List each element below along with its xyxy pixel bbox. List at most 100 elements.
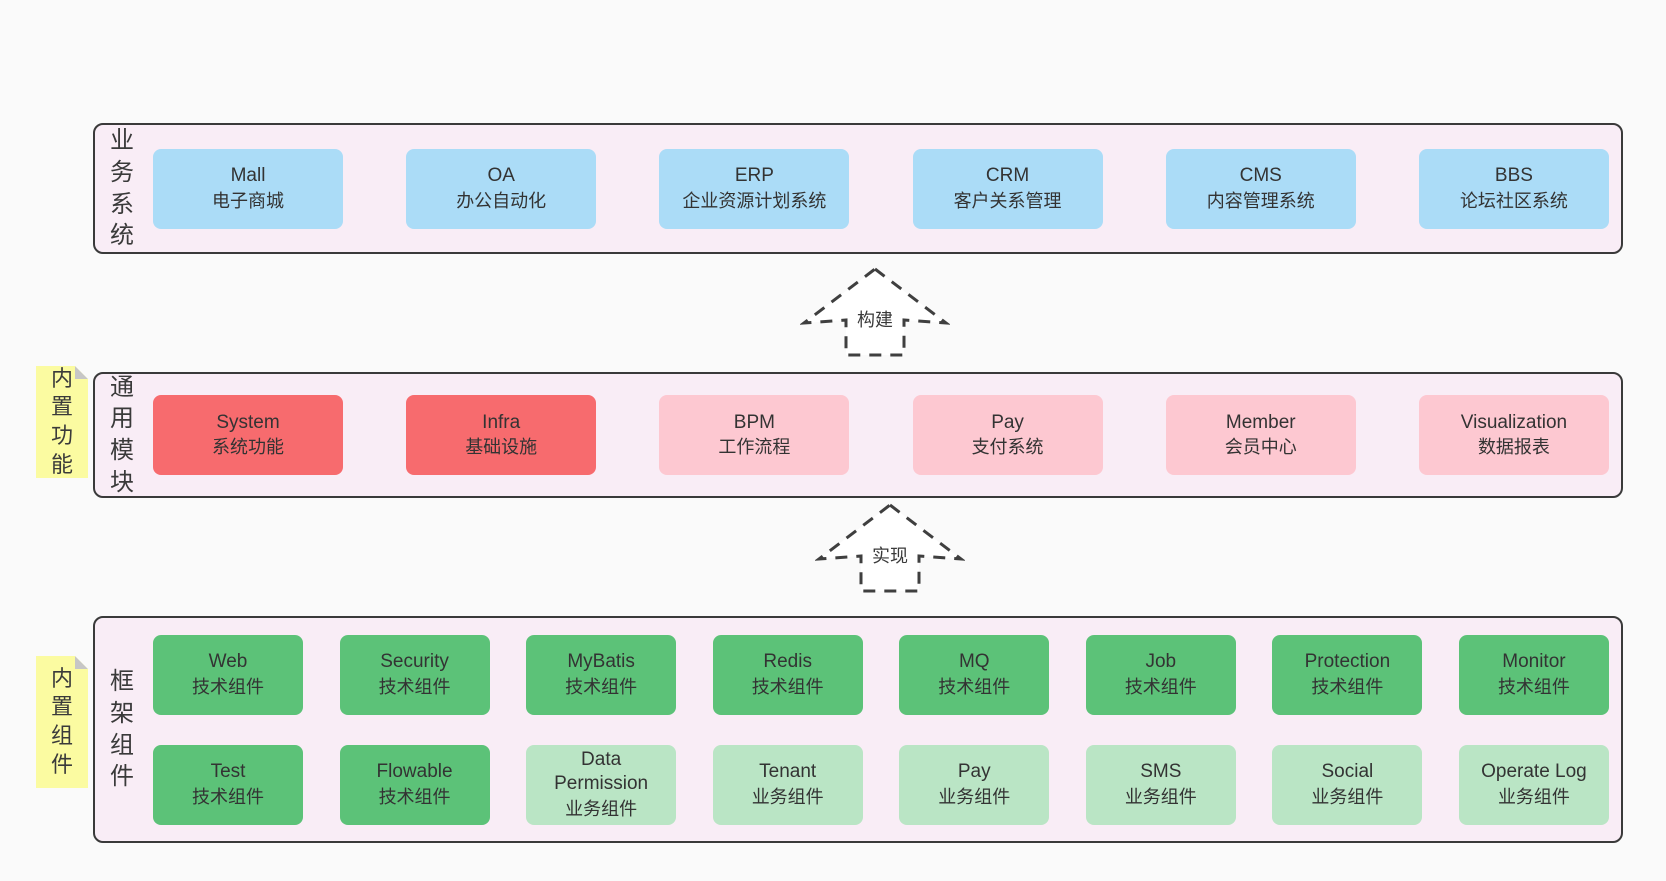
box-subtitle: 技术组件 — [378, 676, 451, 697]
box-subtitle: 业务组件 — [1497, 786, 1570, 807]
box-subtitle: 业务组件 — [565, 798, 638, 819]
components-row-1: Web 技术组件 Security 技术组件 MyBatis 技术组件 Redi… — [153, 634, 1609, 715]
component-box-security: Security 技术组件 — [339, 634, 490, 715]
framework-components-grid: Web 技术组件 Security 技术组件 MyBatis 技术组件 Redi… — [137, 618, 1621, 841]
implement-arrow-label: 实现 — [869, 542, 911, 568]
business-systems-side-label: 业务系统 — [110, 127, 134, 250]
business-box-cms: CMS 内容管理系统 — [1165, 148, 1356, 229]
box-title: OA — [487, 165, 515, 187]
component-box-test: Test 技术组件 — [153, 744, 303, 825]
module-box-pay: Pay 支付系统 — [912, 395, 1103, 475]
component-box-pay: Pay 业务组件 — [899, 744, 1050, 825]
box-subtitle: 业务组件 — [1311, 786, 1384, 807]
component-box-protection: Protection 技术组件 — [1272, 634, 1423, 715]
box-title: Member — [1225, 411, 1296, 433]
build-arrow-label: 构建 — [854, 306, 896, 332]
box-title: BPM — [733, 411, 775, 433]
box-title: Tenant — [759, 761, 817, 783]
component-box-operate-log: Operate Log 业务组件 — [1458, 744, 1609, 825]
box-title: Job — [1145, 651, 1177, 673]
common-modules-side-label: 通用模块 — [110, 373, 134, 496]
implement-arrow: 实现 — [815, 502, 965, 594]
box-subtitle: 业务组件 — [1124, 786, 1197, 807]
box-subtitle: 数据报表 — [1477, 437, 1550, 457]
box-subtitle: 技术组件 — [751, 676, 824, 697]
box-subtitle: 业务组件 — [751, 786, 824, 807]
framework-components-side-label: 框架组件 — [110, 668, 134, 791]
business-box-bbs: BBS 论坛社区系统 — [1418, 148, 1609, 229]
box-title: Infra — [482, 411, 521, 433]
box-title: Operate Log — [1481, 761, 1587, 783]
component-box-social: Social 业务组件 — [1272, 744, 1423, 825]
component-box-sms: SMS 业务组件 — [1085, 744, 1236, 825]
box-subtitle: 内容管理系统 — [1206, 190, 1315, 211]
box-subtitle: 技术组件 — [378, 786, 451, 807]
build-arrow: 构建 — [800, 266, 950, 358]
box-title: System — [216, 411, 280, 433]
components-row-2: Test 技术组件 Flowable 技术组件 Data Permission … — [153, 744, 1609, 825]
box-title: Flowable — [376, 761, 453, 783]
component-box-flowable: Flowable 技术组件 — [339, 744, 490, 825]
box-title: Web — [208, 651, 248, 673]
box-title: CMS — [1239, 165, 1282, 187]
box-subtitle: 会员中心 — [1224, 437, 1297, 457]
sticky-fold-corner-icon — [75, 366, 88, 379]
business-box-crm: CRM 客户关系管理 — [912, 148, 1103, 229]
common-modules-box-row: System 系统功能 Infra 基础设施 BPM 工作流程 Pay 支付系统… — [137, 374, 1621, 496]
component-box-job: Job 技术组件 — [1085, 634, 1236, 715]
box-title: Protection — [1304, 651, 1391, 673]
business-systems-box-row: Mall 电子商城 OA 办公自动化 ERP 企业资源计划系统 CRM 客户关系… — [137, 125, 1621, 252]
box-subtitle: 技术组件 — [1124, 676, 1197, 697]
box-title: Social — [1321, 761, 1374, 783]
component-box-tenant: Tenant 业务组件 — [712, 744, 863, 825]
module-box-infra: Infra 基础设施 — [406, 395, 597, 475]
component-box-monitor: Monitor 技术组件 — [1458, 634, 1609, 715]
sticky-fold-corner-icon — [75, 656, 88, 669]
box-title: MyBatis — [567, 651, 635, 673]
component-box-mq: MQ 技术组件 — [899, 634, 1050, 715]
business-systems-panel: 业务系统 Mall 电子商城 OA 办公自动化 ERP 企业资源计划系统 CRM… — [93, 123, 1623, 254]
component-box-web: Web 技术组件 — [153, 634, 303, 715]
sticky-note-built-in-components: 内置组件 — [36, 656, 88, 788]
box-title: Monitor — [1502, 651, 1566, 673]
module-box-bpm: BPM 工作流程 — [659, 395, 850, 475]
box-subtitle: 客户关系管理 — [953, 190, 1062, 211]
box-title: Visualization — [1460, 411, 1568, 433]
box-title: MQ — [958, 651, 990, 673]
box-title: Mall — [230, 165, 266, 187]
business-box-oa: OA 办公自动化 — [406, 148, 597, 229]
box-subtitle: 技术组件 — [565, 676, 638, 697]
common-modules-panel: 通用模块 System 系统功能 Infra 基础设施 BPM 工作流程 Pay… — [93, 372, 1623, 498]
box-subtitle: 技术组件 — [1311, 676, 1384, 697]
box-subtitle: 业务组件 — [938, 786, 1011, 807]
box-title: BBS — [1494, 165, 1533, 187]
box-title: Data Permission — [554, 749, 649, 795]
component-box-data-permission: Data Permission 业务组件 — [526, 744, 677, 825]
box-subtitle: 系统功能 — [212, 437, 284, 457]
box-title: Pay — [991, 411, 1024, 433]
box-subtitle: 办公自动化 — [456, 190, 547, 211]
box-subtitle: 技术组件 — [192, 676, 264, 697]
business-box-mall: Mall 电子商城 — [153, 148, 343, 229]
business-box-erp: ERP 企业资源计划系统 — [659, 148, 850, 229]
module-box-system: System 系统功能 — [153, 395, 343, 475]
box-subtitle: 技术组件 — [1497, 676, 1570, 697]
box-subtitle: 技术组件 — [938, 676, 1011, 697]
module-box-visualization: Visualization 数据报表 — [1418, 395, 1609, 475]
box-title: CRM — [985, 165, 1030, 187]
framework-components-panel: 框架组件 Web 技术组件 Security 技术组件 MyBatis 技术组件… — [93, 616, 1623, 843]
sticky-note-text: 内置功能 — [50, 365, 73, 477]
box-title: Redis — [763, 651, 812, 673]
box-subtitle: 电子商城 — [212, 190, 284, 211]
component-box-mybatis: MyBatis 技术组件 — [526, 634, 677, 715]
box-subtitle: 工作流程 — [718, 437, 791, 457]
box-subtitle: 企业资源计划系统 — [682, 190, 827, 211]
box-subtitle: 技术组件 — [192, 786, 264, 807]
box-subtitle: 支付系统 — [971, 437, 1044, 457]
box-title: Security — [380, 651, 449, 673]
component-box-redis: Redis 技术组件 — [712, 634, 863, 715]
box-subtitle: 论坛社区系统 — [1459, 190, 1568, 211]
box-title: Pay — [957, 761, 991, 783]
sticky-note-built-in-features: 内置功能 — [36, 366, 88, 478]
box-subtitle: 基础设施 — [465, 437, 538, 457]
